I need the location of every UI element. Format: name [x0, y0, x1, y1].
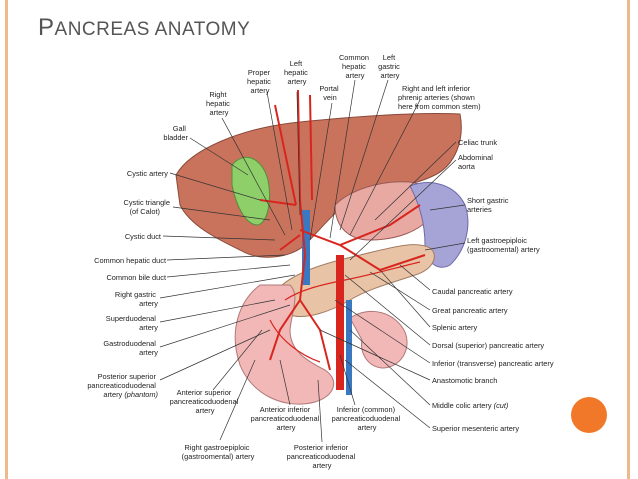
- label-caudal-pancreatic: Caudal pancreatic artery: [432, 287, 513, 296]
- label-superior-mesenteric: Superior mesenteric artery: [432, 424, 519, 433]
- slide-frame-right: [627, 0, 630, 479]
- label-abdominal-aorta: Abdominal aorta: [458, 153, 495, 171]
- label-left-gastroepiploic: Left gastroepiploic (gastroomental) arte…: [467, 236, 540, 254]
- portal-vein: [302, 210, 310, 285]
- label-common-hepatic-duct: Common hepatic duct: [94, 256, 166, 265]
- label-superduodenal: Superduodenal artery: [106, 314, 158, 332]
- label-leaders: [159, 79, 466, 443]
- gallbladder: [231, 156, 271, 226]
- label-great-pancreatic: Great pancreatic artery: [432, 306, 508, 315]
- label-portal-vein: Portal vein: [319, 84, 340, 102]
- label-splenic-artery: Splenic artery: [432, 323, 477, 332]
- spleen: [409, 182, 469, 268]
- superior-mesenteric-vein: [346, 300, 352, 395]
- label-right-gastroepiploic: Right gastroepiploic (gastroomental) art…: [182, 443, 255, 461]
- label-cystic-duct: Cystic duct: [125, 232, 161, 241]
- label-right-gastric: Right gastric artery: [115, 290, 158, 308]
- label-common-hepatic-artery: Common hepatic artery: [339, 53, 371, 80]
- label-common-bile-duct: Common bile duct: [106, 273, 166, 282]
- label-cystic-triangle: Cystic triangle (of Calot): [124, 198, 172, 216]
- label-right-hepatic-artery: Right hepatic artery: [206, 90, 232, 117]
- label-posterior-inferior-pd: Posterior inferior pancreaticoduodenal a…: [287, 443, 358, 470]
- label-short-gastric-arteries: Short gastric arteries: [467, 196, 511, 214]
- label-cystic-artery: Cystic artery: [127, 169, 168, 178]
- label-anastomotic-branch: Anastomotic branch: [432, 376, 497, 385]
- label-gastroduodenal: Gastroduodenal artery: [103, 339, 158, 357]
- jejunum: [349, 310, 408, 369]
- label-dorsal-pancreatic: Dorsal (superior) pancreatic artery: [432, 341, 544, 350]
- label-inferior-pancreatic: Inferior (transverse) pancreatic artery: [432, 359, 554, 368]
- label-celiac-trunk: Celiac trunk: [458, 138, 497, 147]
- slide-accent-dot: [571, 397, 607, 433]
- label-middle-colic: Middle colic artery (cut): [432, 401, 509, 410]
- label-anterior-inferior-pd: Anterior inferior pancreaticoduodenal ar…: [251, 405, 322, 432]
- label-inferior-common-pd: Inferior (common) pancreaticoduodenal ar…: [332, 405, 403, 432]
- label-left-hepatic-artery: Left hepatic artery: [284, 59, 310, 86]
- slide-frame-left: [5, 0, 8, 479]
- label-gall-bladder: Gall bladder: [163, 124, 188, 142]
- label-left-gastric-artery: Left gastric artery: [378, 53, 402, 80]
- label-anterior-superior-pd: Anterior superior pancreaticoduodenal ar…: [170, 388, 241, 415]
- label-posterior-superior-pd: Posterior superior pancreaticoduodenal a…: [87, 372, 158, 399]
- slide-title: PANCREAS ANATOMY: [38, 14, 251, 41]
- pancreatic-arteries: [269, 261, 421, 363]
- label-phrenic-arteries: Right and left inferior phrenic arteries…: [398, 84, 481, 111]
- label-proper-hepatic-artery: Proper hepatic artery: [247, 68, 273, 95]
- abdominal-aorta: [336, 255, 344, 390]
